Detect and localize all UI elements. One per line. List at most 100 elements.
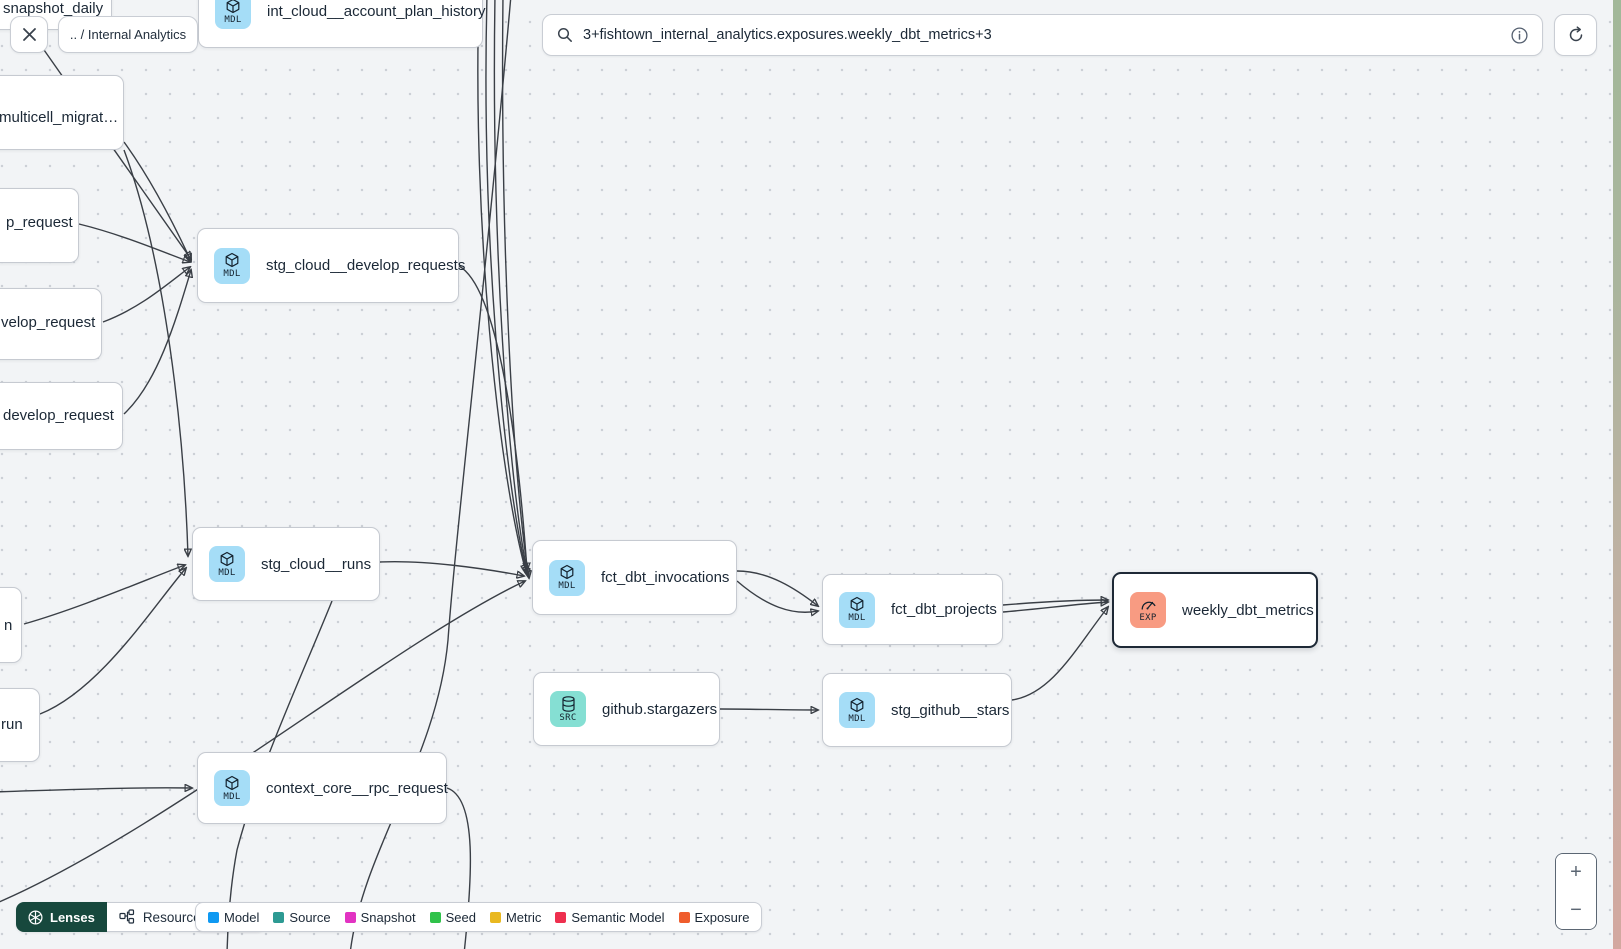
lineage-edge — [736, 580, 818, 612]
model-icon: MDL — [549, 559, 585, 596]
exposure-icon: EXP — [1130, 592, 1166, 628]
refresh-button[interactable] — [1554, 14, 1597, 56]
legend-color-chip — [429, 911, 441, 923]
lineage-edge — [458, 265, 527, 570]
legend-item-exposure: Exposure — [678, 909, 750, 925]
node-stg_github__stars[interactable]: MDL stg_github__stars — [822, 673, 1012, 747]
zoom-out-button[interactable]: − — [1556, 891, 1596, 929]
lineage-edge — [379, 561, 524, 576]
search-icon — [557, 27, 573, 43]
legend-color-chip — [555, 911, 567, 923]
node-run_node[interactable]: run — [0, 688, 40, 762]
node-velop_request[interactable]: velop_request — [0, 288, 102, 360]
resource-type-icon — [119, 909, 135, 925]
zoom-in-button[interactable]: + — [1556, 854, 1596, 892]
lineage-edge — [0, 581, 525, 903]
legend-color-chip — [344, 911, 356, 923]
node-p_request[interactable]: p_request — [0, 188, 79, 263]
node-label: stg_cloud__develop_requests — [266, 257, 466, 274]
model-icon: MDL — [839, 591, 875, 628]
legend-item-metric: Metric — [489, 909, 542, 925]
model-icon: MDL — [215, 0, 251, 29]
legend-item-snapshot: Snapshot — [344, 909, 416, 925]
lineage-edge — [102, 267, 190, 323]
node-weekly_dbt_metrics[interactable]: EXP weekly_dbt_metrics — [1112, 572, 1318, 648]
close-button[interactable] — [10, 16, 48, 53]
source-icon: SRC — [550, 691, 586, 727]
legend-item-source: Source — [273, 909, 331, 925]
node-fct_dbt_projects[interactable]: MDL fct_dbt_projects — [822, 574, 1003, 645]
legend-label: Exposure — [694, 909, 750, 925]
node-n_node[interactable]: n — [0, 587, 22, 663]
lineage-edge — [78, 223, 190, 262]
search-input[interactable] — [583, 27, 1501, 43]
node-label: snapshot_daily — [3, 0, 104, 17]
node-label: p_request — [6, 214, 73, 231]
node-label: develop_request — [3, 407, 114, 424]
node-int_cloud__account_plan_history[interactable]: MDL int_cloud__account_plan_history — [198, 0, 486, 48]
model-icon: MDL — [209, 546, 245, 582]
node-label: n — [4, 617, 13, 634]
lineage-edge — [477, 0, 526, 572]
legend-label: Metric — [505, 909, 542, 925]
lineage-edge — [0, 788, 192, 793]
node-fct_dbt_invocations[interactable]: MDL fct_dbt_invocations — [532, 540, 737, 615]
lineage-edge — [1002, 602, 1108, 613]
legend-label: Snapshot — [360, 909, 416, 925]
resource-type-legend: Model Source Snapshot Seed Metric Semantic Mo… — [195, 902, 763, 932]
breadcrumb-label: .. / Internal Analytics — [69, 27, 187, 42]
node-label: run — [1, 716, 23, 733]
search-bar[interactable] — [542, 14, 1543, 56]
lineage-edge — [23, 565, 185, 625]
node-label: int_cloud__account_plan_history — [267, 2, 486, 20]
node-develop_request[interactable]: develop_request — [0, 382, 123, 450]
node-label: fct_dbt_projects — [891, 601, 997, 618]
legend-item-model: Model — [208, 910, 259, 925]
lineage-edge — [719, 709, 818, 710]
node-github.stargazers[interactable]: SRC github.stargazers — [533, 672, 720, 746]
info-icon[interactable] — [1511, 26, 1528, 44]
legend-color-chip — [208, 911, 219, 923]
node-label: stg_cloud__runs — [261, 555, 372, 573]
legend-label: Seed — [445, 909, 476, 925]
lineage-edge — [39, 568, 186, 715]
legend-color-chip — [489, 911, 501, 923]
lenses-icon — [28, 909, 43, 925]
lineage-edge — [123, 149, 188, 556]
node-label: velop_request — [1, 314, 96, 331]
node-label: stg_github__stars — [891, 701, 1010, 719]
close-icon — [22, 27, 37, 42]
legend-color-chip — [273, 911, 285, 923]
legend-color-chip — [678, 911, 690, 923]
node-label: context_core__rpc_request — [266, 779, 448, 797]
lenses-label: Lenses — [50, 909, 95, 925]
lineage-edge — [1002, 600, 1108, 606]
refresh-icon — [1567, 26, 1585, 44]
legend-label: Semantic Model — [571, 909, 665, 925]
node-stg_cloud__runs[interactable]: MDL stg_cloud__runs — [192, 527, 380, 601]
node-multicell_migrat[interactable]: multicell_migrat… — [0, 75, 124, 150]
legend-label: Model — [224, 909, 260, 925]
lineage-edge — [493, 0, 528, 576]
breadcrumb[interactable]: .. / Internal Analytics — [58, 16, 198, 53]
lineage-edge — [736, 570, 818, 606]
lineage-edge — [1011, 607, 1108, 701]
node-label: multicell_migrat… — [0, 109, 119, 126]
model-icon: MDL — [839, 692, 875, 728]
node-label: fct_dbt_invocations — [601, 569, 730, 586]
lineage-edge — [123, 141, 191, 261]
zoom-controls: + − — [1555, 853, 1597, 930]
window-edge-strip — [1613, 0, 1621, 949]
node-label: github.stargazers — [602, 700, 718, 718]
lineage-edge — [123, 270, 191, 415]
legend-item-semantic-model: Semantic Model — [555, 909, 665, 925]
node-snapshot_daily[interactable]: snapshot_daily — [0, 0, 112, 30]
lenses-button[interactable]: Lenses — [16, 902, 107, 932]
legend-item-seed: Seed — [429, 909, 476, 925]
legend-label: Source — [289, 909, 331, 925]
node-label: weekly_dbt_metrics — [1182, 601, 1314, 619]
lineage-edge — [485, 0, 527, 574]
